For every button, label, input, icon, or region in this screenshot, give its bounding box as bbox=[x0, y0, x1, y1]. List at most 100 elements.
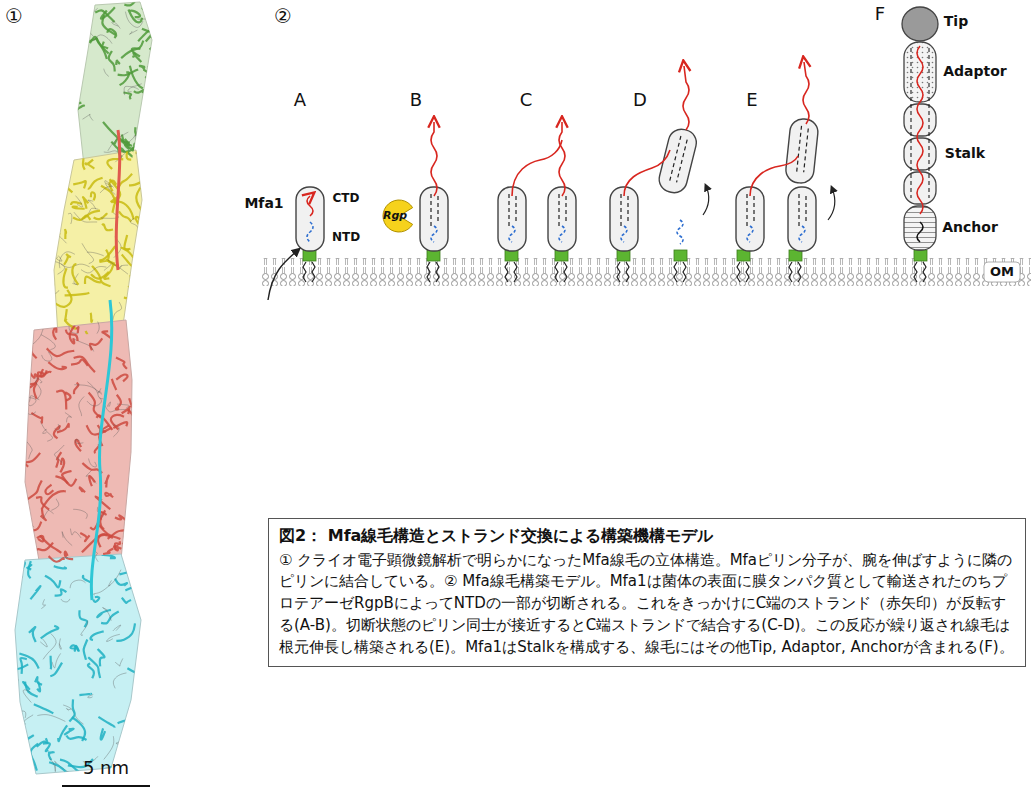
ribbon-stroke bbox=[88, 657, 100, 678]
ribbon-stroke bbox=[118, 714, 135, 723]
ribbon-stroke bbox=[125, 587, 138, 592]
ribbon-stroke bbox=[79, 487, 85, 492]
ribbon-stroke bbox=[84, 322, 99, 346]
ribbon-stroke bbox=[79, 610, 87, 627]
ribbon-stroke bbox=[127, 667, 154, 674]
ribbon-stroke bbox=[129, 398, 137, 410]
ribbon-stroke bbox=[67, 549, 80, 557]
pacman-body bbox=[383, 200, 413, 232]
ribbon-stroke bbox=[20, 658, 26, 674]
ribbon-stroke bbox=[85, 277, 101, 284]
ribbon-stroke bbox=[66, 709, 71, 711]
ribbon-stroke bbox=[36, 380, 41, 400]
ribbon-stroke bbox=[21, 735, 34, 745]
ribbon-stroke bbox=[122, 255, 140, 267]
ribbon-stroke bbox=[112, 379, 116, 390]
ribbon-stroke bbox=[134, 143, 137, 157]
ribbon-stroke bbox=[65, 552, 73, 559]
om-label-patch bbox=[984, 262, 1020, 282]
ribbon-stroke bbox=[89, 459, 97, 467]
ribbon-stroke bbox=[109, 570, 121, 586]
ribbon-stroke bbox=[12, 675, 18, 683]
ribbon-stroke bbox=[41, 599, 45, 608]
ribbon-stroke bbox=[27, 442, 32, 459]
caption-title: 図2： Mfa線毛構造とストランド交換による構築機構モデル bbox=[279, 525, 1015, 547]
ribbon-stroke bbox=[30, 372, 37, 377]
ntd-remnant bbox=[677, 220, 683, 244]
ribbon-stroke bbox=[132, 147, 148, 168]
ribbon-stroke bbox=[42, 352, 52, 361]
membrane-name: OM bbox=[990, 265, 1014, 279]
ribbon-stroke bbox=[60, 760, 87, 777]
c-terminal-strand bbox=[750, 156, 798, 196]
ribbon-stroke bbox=[41, 335, 55, 350]
ribbon-stroke bbox=[60, 459, 64, 473]
ribbon-stroke bbox=[132, 139, 143, 151]
ribbon-stroke bbox=[21, 522, 41, 531]
ribbon-stroke bbox=[150, 37, 160, 49]
ribbon-stroke bbox=[71, 100, 81, 104]
ribbon-stroke bbox=[70, 529, 81, 538]
ribbon-stroke bbox=[116, 623, 135, 641]
ribbon-stroke bbox=[45, 485, 53, 495]
ribbon-stroke bbox=[75, 440, 81, 451]
ribbon-stroke bbox=[48, 362, 66, 369]
ribbon-stroke bbox=[130, 528, 137, 548]
ribbon-stroke bbox=[113, 673, 126, 688]
ribbon-stroke bbox=[72, 264, 78, 285]
ribbon-stroke bbox=[42, 491, 66, 508]
ribbon-stroke bbox=[128, 287, 137, 289]
ribbon-stroke bbox=[26, 517, 33, 527]
ribbon-stroke bbox=[63, 268, 67, 287]
ribbon-stroke bbox=[61, 168, 73, 192]
ribbon-stroke bbox=[34, 704, 53, 713]
ribbon-stroke bbox=[41, 626, 59, 639]
ribbon-stroke bbox=[40, 370, 47, 377]
ribbon-stroke bbox=[58, 725, 67, 741]
ribbon-stroke bbox=[143, 9, 146, 14]
ribbon-stroke bbox=[139, 135, 154, 143]
domain-name: NTD bbox=[332, 231, 360, 244]
ribbon-stroke bbox=[31, 327, 43, 345]
ribbon-stroke bbox=[130, 218, 139, 231]
ribbon-stroke bbox=[43, 633, 56, 659]
domain-name: CTD bbox=[333, 192, 360, 205]
ribbon-stroke bbox=[106, 250, 116, 266]
ribbon-stroke bbox=[134, 274, 146, 283]
ribbon-stroke bbox=[40, 276, 54, 286]
ribbon-stroke bbox=[140, 659, 147, 677]
ribbon-stroke bbox=[67, 150, 75, 156]
ribbon-stroke bbox=[98, 649, 105, 666]
ribbon-stroke bbox=[81, 620, 88, 635]
ribbon-stroke bbox=[124, 0, 135, 5]
ribbon-stroke bbox=[76, 327, 78, 333]
ribbon-stroke bbox=[64, 254, 71, 264]
ribbon-stroke bbox=[84, 0, 93, 8]
ribbon-stroke bbox=[89, 393, 101, 418]
ribbon-stroke bbox=[28, 383, 37, 398]
ribbon-stroke bbox=[31, 413, 42, 424]
ribbon-stroke bbox=[54, 566, 66, 568]
ribbon-stroke bbox=[83, 114, 93, 120]
ribbon-stroke bbox=[75, 439, 83, 443]
ribbon-stroke bbox=[17, 747, 25, 759]
ribbon-stroke bbox=[71, 202, 82, 205]
ribbon-stroke bbox=[56, 391, 66, 410]
ribbon-stroke bbox=[90, 338, 102, 350]
ribbon-stroke bbox=[18, 711, 25, 718]
ribbon-stroke bbox=[104, 69, 109, 77]
ribbon-stroke bbox=[85, 160, 94, 169]
ribbon-stroke bbox=[50, 759, 56, 772]
ribbon-stroke bbox=[24, 338, 37, 358]
ribbon-stroke bbox=[124, 84, 142, 95]
ribbon-stroke bbox=[140, 716, 148, 726]
pilus-part: Anchor bbox=[942, 220, 998, 235]
ribbon-stroke bbox=[16, 723, 25, 742]
ribbon-stroke bbox=[65, 309, 67, 320]
ribbon-stroke bbox=[84, 639, 88, 659]
step-letter: E bbox=[746, 90, 757, 110]
ribbon-stroke bbox=[84, 0, 96, 2]
ribbon-stroke bbox=[109, 51, 115, 71]
c-terminal-strand bbox=[512, 140, 562, 196]
